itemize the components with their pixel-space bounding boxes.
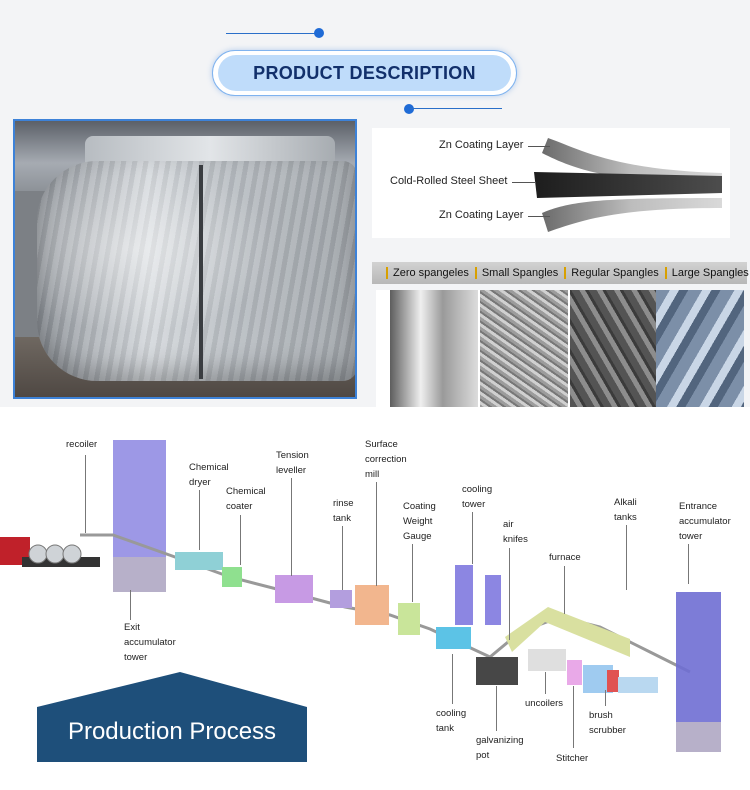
- label-cooling-tank: cooling tank: [436, 708, 467, 734]
- steel-coil: [37, 161, 355, 381]
- layer-label-middle: Cold-Rolled Steel Sheet: [390, 175, 508, 187]
- pointer-stitcher: [573, 686, 574, 748]
- label-brush-scrubber: brush scrubber: [589, 710, 626, 736]
- layer-pointer-bottom: [528, 216, 550, 217]
- label-surface-mill: Surface correction mill: [365, 439, 407, 480]
- layer-graphic: [534, 138, 722, 232]
- pointer-brush-scrubber: [605, 690, 606, 706]
- spangle-large-sample: [656, 290, 744, 408]
- pointer-uncoilers: [545, 672, 546, 694]
- pointer-recoiler: [85, 455, 86, 533]
- pointer-exit-tower: [130, 590, 131, 620]
- label-coating-gauge: Coating Weight Gauge: [403, 501, 436, 542]
- layer-label-bottom: Zn Coating Layer: [439, 209, 524, 221]
- spangle-label-zero: Zero spangeles: [386, 267, 475, 279]
- pointer-entrance-tower: [688, 544, 689, 584]
- header-dot-top: [314, 28, 324, 38]
- label-chemical-dryer: Chemical dryer: [189, 462, 229, 488]
- pointer-chemical-dryer: [199, 490, 200, 550]
- label-air-knifes: air knifes: [503, 519, 528, 545]
- pointer-coating-gauge: [412, 544, 413, 602]
- spangle-regular-sample: [570, 290, 658, 408]
- pointer-chemical-coater: [240, 515, 241, 565]
- pointer-surface-mill: [376, 482, 377, 586]
- label-furnace: furnace: [549, 552, 581, 563]
- spangle-label-regular: Regular Spangles: [564, 267, 664, 279]
- coil-photo: [13, 119, 357, 399]
- pointer-air-knifes: [509, 548, 510, 640]
- layer-diagram: Zn Coating Layer Cold-Rolled Steel Sheet…: [372, 128, 730, 238]
- pointer-furnace: [564, 566, 565, 614]
- label-cooling-tower: cooling tower: [462, 484, 493, 510]
- layer-pointer-top: [528, 146, 550, 147]
- production-process-banner: Production Process: [67, 718, 277, 745]
- spangle-small-sample: [480, 290, 568, 408]
- layer-label-top: Zn Coating Layer: [439, 139, 524, 151]
- spangle-header-bar: Zero spangeles Small Spangles Regular Sp…: [372, 262, 750, 284]
- pointer-rinse-tank: [342, 526, 343, 590]
- pointer-alkali-tanks: [626, 525, 627, 590]
- header-line-bottom: [410, 108, 502, 109]
- pointer-tension-leveller: [291, 478, 292, 576]
- pointer-galvanizing-pot: [496, 686, 497, 731]
- pointer-cooling-tank: [452, 654, 453, 704]
- header-dot-bottom: [404, 104, 414, 114]
- label-galvanizing-pot: galvanizing pot: [476, 735, 524, 761]
- label-tension-leveller: Tension leveller: [276, 450, 309, 476]
- pointer-cooling-tower: [472, 512, 473, 564]
- spangle-zero-sample: [390, 290, 478, 408]
- label-stitcher: Stitcher: [556, 753, 589, 764]
- label-uncoilers: uncoilers: [525, 698, 564, 709]
- header-line-top: [226, 33, 318, 34]
- process-line-graphic: [0, 440, 721, 762]
- coil-seam: [199, 165, 203, 379]
- spangle-label-large: Large Spangles: [664, 267, 750, 279]
- spangle-samples: [376, 290, 744, 410]
- label-exit-tower: Exit accumulator tower: [124, 622, 176, 663]
- layer-pointer-middle: [512, 182, 536, 183]
- label-entrance-tower: Entrance accumulator tower: [679, 501, 731, 542]
- label-chemical-coater: Chemical coater: [226, 486, 266, 512]
- page-title: PRODUCT DESCRIPTION: [218, 55, 511, 91]
- label-recoiler: recoiler: [66, 439, 98, 450]
- label-rinse-tank: rinse tank: [333, 498, 354, 524]
- spangle-label-small: Small Spangles: [474, 267, 564, 279]
- label-alkali-tanks: Alkali tanks: [614, 497, 637, 523]
